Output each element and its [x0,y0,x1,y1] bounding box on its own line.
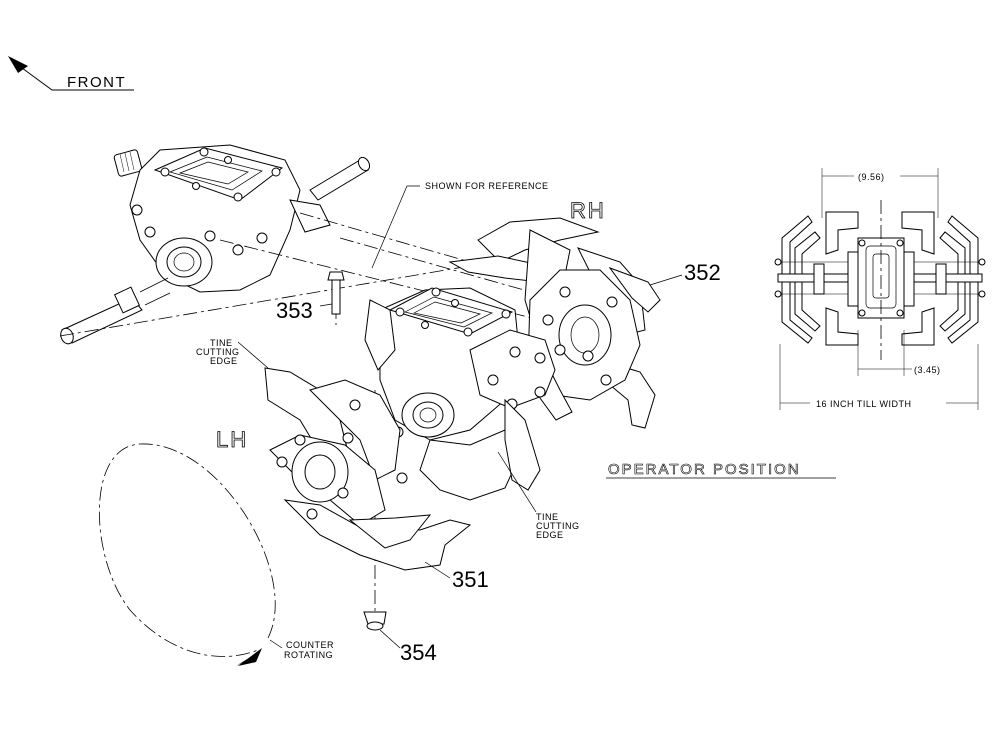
part-353-bolt: 353 [276,271,345,323]
tine-cutting-edge-left-callout: TINE CUTTING EDGE [196,338,269,369]
shown-for-reference-label: SHOWN FOR REFERENCE [425,181,549,191]
top-view-schematic: (9.56) [774,168,986,410]
counter-rotating-line2: ROTATING [284,650,333,660]
tine-cutting-edge-left-line2: CUTTING [196,347,240,357]
reference-callout: SHOWN FOR REFERENCE [371,181,549,269]
dimension-width-top: (9.56) [858,172,885,182]
front-arrow: FRONT [8,56,134,91]
callout-351: 351 [452,567,489,592]
dimension-width-mid: (3.45) [914,365,941,375]
tine-cutting-edge-right-line2: CUTTING [536,521,580,531]
lh-tine-assembly [264,367,472,571]
front-label: FRONT [67,74,126,91]
tine-cutting-edge-right-callout: TINE CUTTING EDGE [497,451,580,540]
transmission-housing [113,144,331,293]
center-gearbox [349,287,556,506]
rh-label: RH [570,198,606,223]
part-351-callout: 351 [424,561,489,592]
dimension-till-width: 16 INCH TILL WIDTH [816,399,912,409]
tine-cutting-edge-left-line3: EDGE [210,356,238,366]
operator-position-label: OPERATOR POSITION [608,461,801,478]
callout-353: 353 [276,298,313,323]
operator-position: OPERATOR POSITION [606,461,836,479]
tine-cutting-edge-right-line3: EDGE [536,530,564,540]
callout-354: 354 [400,640,437,665]
counter-rotating-indicator: COUNTER ROTATING [98,443,334,666]
tine-cutting-edge-right-line1: TINE [536,512,559,522]
callout-352: 352 [684,260,721,285]
counter-rotating-line1: COUNTER [286,640,334,650]
part-352-callout: 352 [649,260,721,286]
part-354-nut: 354 [363,611,437,665]
tine-cutting-edge-left-line1: TINE [210,338,233,348]
lh-label: LH [216,427,248,452]
